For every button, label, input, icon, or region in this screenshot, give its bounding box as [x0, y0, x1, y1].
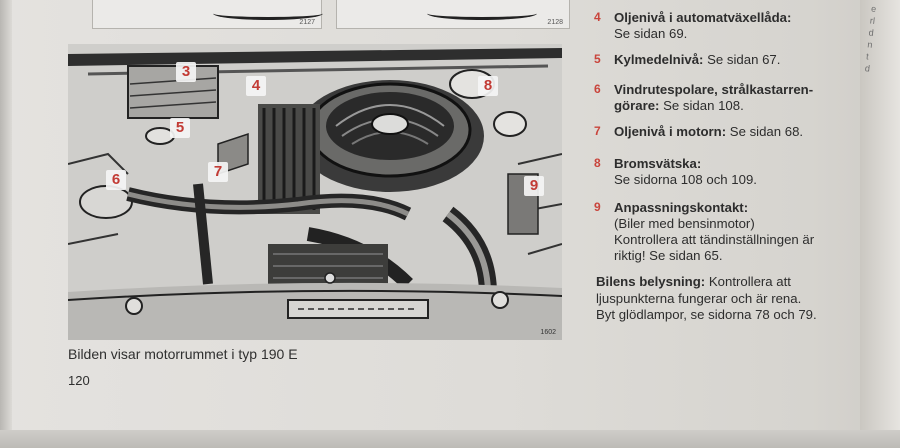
lighting-note-title: Bilens belysning: — [596, 274, 706, 289]
item-title: Vindrutespolare, strålkastarren- — [614, 82, 814, 97]
top-figure-code: 2128 — [547, 19, 563, 26]
top-figure-curve — [213, 7, 323, 20]
item-number: 5 — [594, 52, 601, 66]
item-title: Oljenivå i motorn: — [614, 124, 727, 139]
lighting-note-line: Kontrollera att — [708, 274, 791, 289]
lighting-note: Bilens belysning: Kontrollera att ljuspu… — [596, 274, 858, 324]
top-figure-left: 2127 — [92, 0, 323, 29]
item-number: 9 — [594, 200, 601, 214]
item-line: Se sidan 69. — [614, 26, 688, 41]
item-title: Oljenivå i automatväxellåda: — [614, 10, 792, 25]
item-line: Kontrollera att tändinställningen är — [614, 232, 815, 247]
callout-9: 9 — [524, 176, 544, 196]
top-figure-code: 2127 — [299, 19, 315, 26]
item-title: Anpassningskontakt: — [614, 200, 749, 215]
lighting-note-line: ljuspunkterna fungerar och är rena. — [596, 290, 802, 306]
figure-code: 1602 — [540, 329, 556, 336]
callout-6: 6 — [106, 170, 126, 190]
item-number: 4 — [594, 10, 601, 24]
callout-4: 4 — [246, 76, 266, 96]
item-line: Se sidan 108. — [663, 98, 744, 113]
top-figure-right: 2128 — [336, 0, 570, 29]
figure-caption: Bilden visar motorrummet i typ 190 E — [68, 346, 298, 362]
item-title: Bromsvätska: — [614, 156, 702, 171]
page-bottom-edge — [0, 430, 900, 448]
engine-bay-illustration: 3 4 5 6 7 8 9 1602 — [68, 44, 562, 340]
item-number: 7 — [594, 124, 601, 138]
callout-5: 5 — [170, 118, 190, 138]
item-line: riktig! Se sidan 65. — [614, 248, 723, 263]
item-line: Se sidan 68. — [729, 124, 804, 139]
item-title-continued: görare: — [614, 98, 660, 113]
item-title: Kylmedelnivå: — [614, 52, 704, 67]
page-gutter-shadow — [0, 0, 12, 448]
page-number: 120 — [68, 373, 90, 388]
callout-7: 7 — [208, 162, 228, 182]
facing-page-edge — [860, 0, 900, 448]
item-line: (Biler med bensinmotor) — [614, 216, 755, 231]
item-number: 6 — [594, 82, 601, 96]
callout-8: 8 — [478, 76, 498, 96]
lighting-note-line: Byt glödlampor, se sidorna 78 och 79. — [596, 307, 817, 322]
item-number: 8 — [594, 156, 601, 170]
item-line: Se sidan 67. — [707, 52, 781, 67]
top-figure-curve — [427, 7, 537, 20]
item-line: Se sidorna 108 och 109. — [614, 172, 757, 187]
callout-3: 3 — [176, 62, 196, 82]
